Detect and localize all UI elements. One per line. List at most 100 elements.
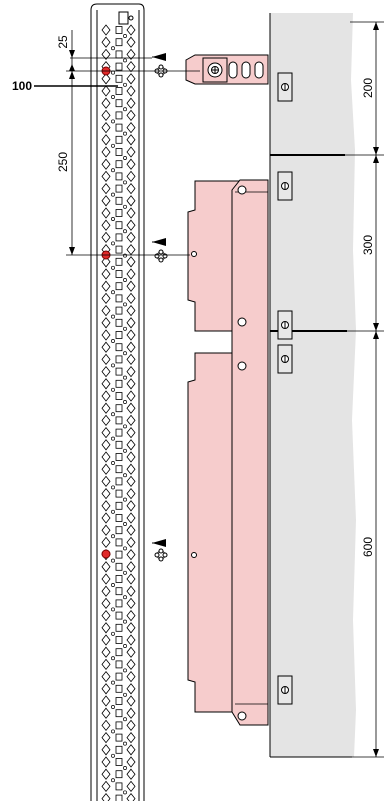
rail-diamond-hole bbox=[126, 780, 136, 793]
rail-diamond-hole bbox=[101, 48, 111, 61]
rail-square-hole bbox=[115, 270, 123, 278]
rail-diamond-hole bbox=[126, 146, 136, 158]
dim-label-200: 200 bbox=[361, 78, 375, 98]
rail-diamond-hole bbox=[101, 707, 111, 719]
rail-diamond-hole bbox=[126, 292, 136, 305]
rail-round-hole bbox=[111, 119, 115, 124]
rail-diamond-hole bbox=[126, 561, 136, 573]
rail-diamond-hole bbox=[101, 658, 111, 671]
rail-diamond-hole bbox=[101, 146, 111, 158]
rail-round-hole bbox=[123, 180, 127, 185]
rail-diamond-hole bbox=[101, 426, 111, 439]
rail-diamond-hole bbox=[101, 744, 111, 756]
rail-diamond-hole bbox=[126, 670, 136, 683]
rail-round-hole bbox=[111, 534, 115, 539]
rail-square-hole bbox=[115, 135, 123, 144]
rail-round-hole bbox=[123, 131, 127, 136]
rail-diamond-hole bbox=[101, 402, 111, 414]
rail-diamond-hole bbox=[101, 73, 111, 85]
rail-square-hole bbox=[115, 392, 123, 400]
rail-square-hole bbox=[115, 697, 123, 705]
screw-icon bbox=[154, 548, 168, 562]
rail-diamond-hole bbox=[126, 597, 136, 610]
rail-round-hole bbox=[123, 204, 127, 209]
callout-label-100: 100 bbox=[12, 79, 32, 93]
dim-label-25: 25 bbox=[56, 35, 70, 49]
rail-square-hole bbox=[115, 233, 123, 242]
rail-square-hole bbox=[115, 99, 123, 108]
rail-round-hole bbox=[111, 339, 115, 343]
rail-round-hole bbox=[111, 680, 115, 685]
rail-square-hole bbox=[115, 367, 123, 376]
lock-icon bbox=[277, 72, 293, 102]
rail-square-hole bbox=[115, 404, 123, 413]
rail-round-hole bbox=[111, 778, 115, 783]
rail-round-hole bbox=[123, 58, 127, 63]
rail-round-hole bbox=[111, 95, 115, 99]
rail-diamond-hole bbox=[101, 97, 111, 109]
rail-diamond-hole bbox=[101, 353, 111, 366]
dim-label-250: 250 bbox=[56, 152, 70, 172]
lock-icon bbox=[277, 344, 293, 374]
lock-icon bbox=[277, 675, 293, 705]
rail-round-hole bbox=[111, 314, 115, 319]
rail-diamond-hole bbox=[126, 426, 136, 439]
rail-round-hole bbox=[123, 302, 127, 307]
rail-diamond-hole bbox=[101, 158, 111, 170]
hinge-lock-icons bbox=[277, 72, 293, 705]
rail-round-hole bbox=[111, 363, 115, 368]
rail-square-hole bbox=[115, 611, 123, 620]
rail-square-hole bbox=[115, 62, 123, 71]
screw-icon bbox=[154, 249, 168, 263]
rail-square-hole bbox=[115, 123, 123, 132]
rail-square-hole bbox=[115, 148, 123, 156]
rail-diamond-hole bbox=[126, 158, 136, 170]
enclosure-background bbox=[269, 13, 356, 758]
rail-square-hole bbox=[115, 672, 123, 681]
rail-round-hole bbox=[123, 326, 127, 331]
rail-round-hole bbox=[123, 595, 127, 600]
rail-square-hole bbox=[115, 172, 123, 181]
rail-round-hole bbox=[111, 46, 115, 51]
lock-icon bbox=[277, 310, 293, 340]
rail-square-hole bbox=[115, 318, 123, 327]
rail-diamond-hole bbox=[126, 36, 136, 48]
rail-diamond-hole bbox=[126, 500, 136, 512]
rail-square-hole bbox=[115, 87, 123, 95]
rail-square-hole bbox=[115, 440, 123, 449]
rail-diamond-hole bbox=[126, 24, 136, 36]
rail-square-hole bbox=[115, 38, 123, 47]
rail-round-hole bbox=[111, 241, 115, 246]
rail-diamond-hole bbox=[101, 85, 111, 97]
rail-diamond-hole bbox=[101, 36, 111, 48]
rail-diamond-hole bbox=[126, 439, 136, 451]
rail-diamond-hole bbox=[126, 317, 136, 329]
rail-square-hole bbox=[115, 74, 123, 83]
rail-round-hole bbox=[111, 290, 115, 295]
rail-diamond-hole bbox=[126, 487, 136, 500]
rail-diamond-hole bbox=[101, 573, 111, 585]
rail-diamond-hole bbox=[126, 463, 136, 475]
rail-square-hole bbox=[115, 282, 123, 291]
rail-square-hole bbox=[115, 501, 123, 510]
rail-round-hole bbox=[111, 509, 115, 514]
rail-diamond-hole bbox=[126, 97, 136, 109]
rail-diamond-hole bbox=[126, 634, 136, 646]
rail-square-hole bbox=[115, 514, 123, 522]
rail-diamond-hole bbox=[101, 597, 111, 610]
rail-square-hole bbox=[115, 770, 123, 779]
rail-round-hole bbox=[123, 619, 127, 624]
rail-diamond-hole bbox=[101, 622, 111, 634]
rail-diamond-hole bbox=[126, 304, 136, 317]
rail-square-hole bbox=[115, 184, 123, 193]
rail-diamond-hole bbox=[101, 109, 111, 122]
rail-square-hole bbox=[115, 331, 123, 339]
rail-diamond-hole bbox=[126, 414, 136, 427]
rail-round-hole bbox=[123, 497, 127, 502]
rail-square-hole bbox=[115, 648, 123, 657]
rail-diamond-hole bbox=[126, 731, 136, 744]
rail-square-hole bbox=[115, 562, 123, 571]
rail-diamond-hole bbox=[126, 256, 136, 268]
rail-diamond-hole bbox=[126, 207, 136, 219]
